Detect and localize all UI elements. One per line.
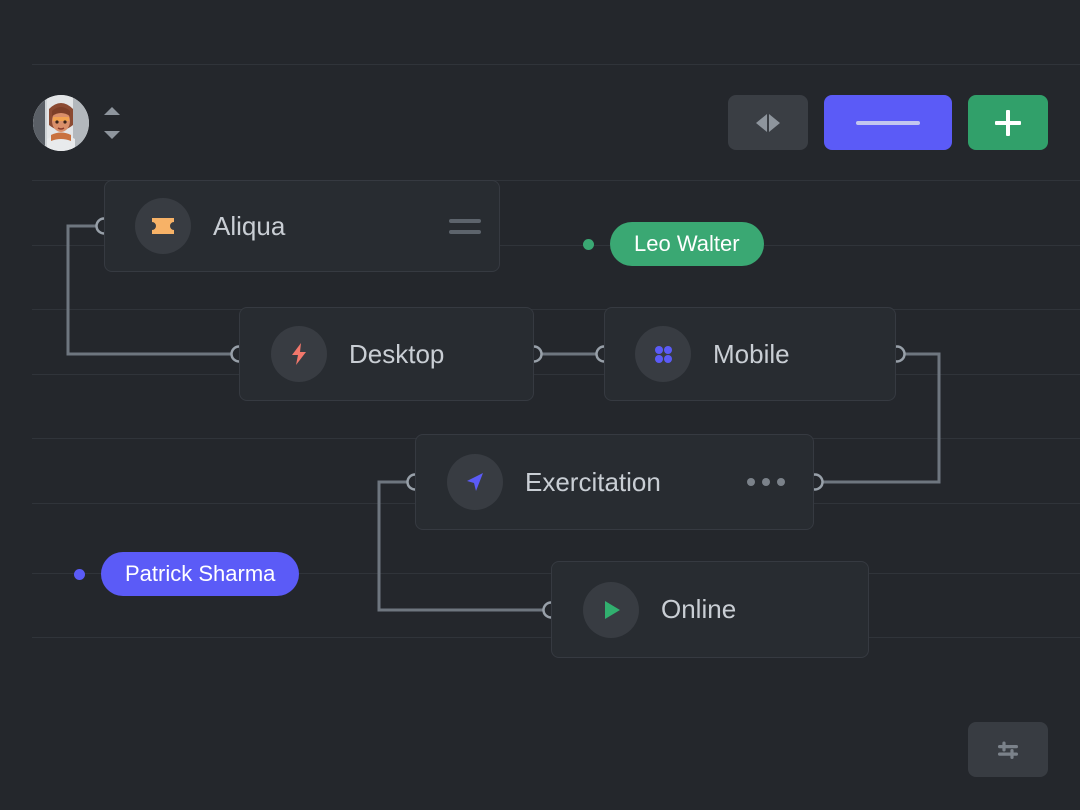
node-label: Mobile — [713, 338, 790, 369]
user-pill-leo-walter[interactable]: Leo Walter — [583, 222, 764, 266]
user-pill-label[interactable]: Patrick Sharma — [101, 552, 300, 596]
node-card-online[interactable]: Online — [551, 561, 869, 658]
grid-line-1 — [32, 180, 1080, 181]
user-pill-patrick-sharma[interactable]: Patrick Sharma — [74, 552, 300, 596]
node-icon-wrap — [635, 326, 691, 382]
navigation-arrow-icon — [467, 473, 483, 491]
node-label: Online — [661, 594, 737, 624]
grid-line-2 — [32, 245, 1080, 246]
toolbar — [0, 85, 1080, 161]
status-dot — [74, 568, 85, 580]
node-icon-wrap — [271, 326, 327, 382]
node-card-aliqua[interactable]: Aliqua — [104, 180, 500, 272]
play-triangle-icon — [605, 600, 620, 619]
status-dot — [583, 238, 594, 250]
node-label: Exercitation — [525, 466, 661, 497]
grid-line-4 — [32, 374, 1080, 375]
node-label: Aliqua — [213, 210, 286, 241]
left-right-arrows-icon — [756, 113, 780, 132]
chevron-up-icon[interactable] — [104, 107, 120, 115]
sort-stepper[interactable] — [102, 107, 122, 139]
node-icon-wrap — [447, 454, 503, 510]
equals-menu-icon[interactable] — [449, 218, 481, 234]
add-node-button[interactable] — [968, 95, 1048, 150]
grid-line-3 — [32, 309, 1080, 310]
user-avatar[interactable] — [33, 95, 89, 151]
chevron-down-icon[interactable] — [104, 131, 120, 139]
minus-line-icon — [856, 120, 920, 125]
avatar-image — [33, 95, 89, 151]
user-pill-label[interactable]: Leo Walter — [610, 222, 764, 266]
prev-next-button[interactable] — [728, 95, 808, 150]
node-label: Desktop — [349, 338, 445, 369]
node-icon-wrap — [135, 198, 191, 254]
grid-line-0 — [32, 64, 1080, 65]
three-dots-menu-icon[interactable] — [747, 478, 785, 486]
settings-button[interactable] — [968, 722, 1048, 777]
four-dots-grid-icon — [655, 346, 672, 363]
node-card-exercitation[interactable]: Exercitation — [415, 434, 814, 530]
sliders-settings-icon — [998, 741, 1018, 759]
node-icon-wrap — [583, 581, 639, 638]
collapse-button[interactable] — [824, 95, 952, 150]
lightning-bolt-icon — [292, 343, 306, 365]
ticket-icon — [152, 218, 174, 234]
node-card-desktop[interactable]: Desktop — [239, 307, 534, 401]
node-card-mobile[interactable]: Mobile — [604, 307, 896, 401]
